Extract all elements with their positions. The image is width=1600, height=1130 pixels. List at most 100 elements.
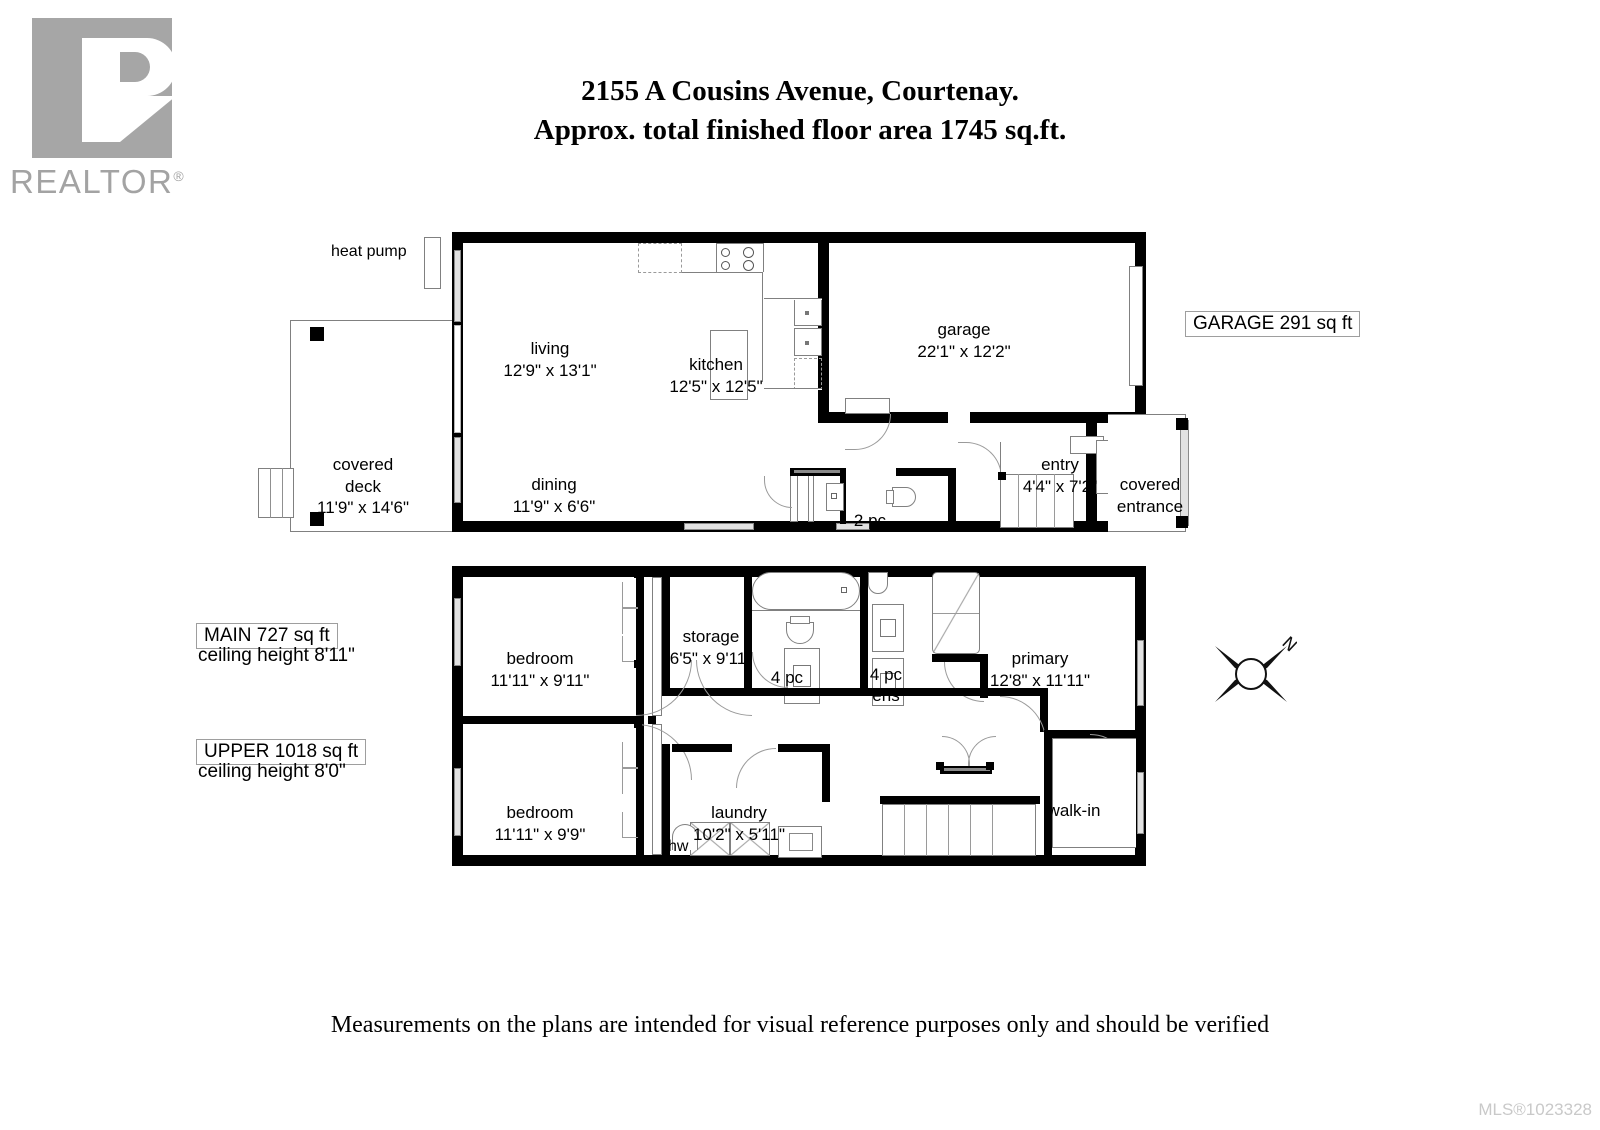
bifold-door-icon [622,636,638,662]
bathtub-icon [752,572,860,610]
bifold-door-icon [622,812,638,838]
door-jamb-post [936,762,944,770]
entrance-post-icon [1176,418,1188,430]
stair-tread [970,804,971,856]
bedroom1-closet-wall [636,566,644,716]
realtor-r-icon [32,18,176,158]
realtor-word-text: REALTOR [10,163,174,200]
hot-water-tank-icon [672,824,698,850]
stair-tread [948,804,949,856]
area-badge-garage: GARAGE 291 sq ft [1185,311,1361,337]
bedroom2-door-swing [636,724,692,780]
room-label-bath-main: 4 pc [770,667,804,687]
living-glass-door [454,325,461,433]
counter-run-line [682,272,764,274]
garage-wall-bottom-right [970,412,1090,423]
deck-post-icon [310,512,324,526]
deck-steps-icon [258,468,294,518]
title-line-1: 2155 A Cousins Avenue, Courtenay. [581,75,1019,107]
closet-shelf [794,470,840,473]
page-title: 2155 A Cousins Avenue, Courtenay. Approx… [400,72,1200,150]
closet-jamb-post [634,570,642,578]
upper-wall-top [452,566,1146,577]
laundry-appliance-icon [690,822,730,856]
mls-number: MLS®1023328 [1478,1100,1592,1119]
laundry-appliance-icon [730,822,770,856]
upper-stairs-icon [882,804,1036,856]
door-jamb-post [634,720,642,728]
heat-pump-label: heat pump [331,243,407,260]
bedroom1-closet-space [652,577,662,716]
cooktop-icon [716,243,764,273]
walkin-window [1137,772,1144,834]
door-jamb-post [986,762,994,770]
realtor-wordmark: REALTOR® [10,163,185,201]
deck-step-line [282,468,283,518]
ensuite-wall-right [980,654,988,698]
bedroom2-window [454,768,461,836]
laundry-wall-right [822,744,830,802]
area-badge-upper-ceiling: ceiling height 8'0" [198,761,346,782]
hot-water-label: hw [668,838,689,855]
main-wall-top [452,232,1146,243]
toilet-tank-icon [790,616,810,624]
primary-wall-left [1040,688,1048,732]
stair-tread [904,804,905,856]
toilet-tank-icon [886,490,894,504]
closet-door-swing [764,476,792,508]
hall-wall-top-right [984,688,1048,696]
toilet-icon [786,622,814,644]
counter-edge [764,388,822,390]
counter-edge [764,298,822,300]
door-jamb-post [634,660,642,668]
area-badge-upper: UPPER 1018 sq ft [196,739,367,765]
compass-rose-icon: N [1205,628,1301,720]
primary-window [1137,640,1144,706]
stair-tread [926,804,927,856]
hall-wall-left-lower [662,744,670,866]
toilet-icon [892,487,916,507]
stairs-wall-top [880,796,1040,804]
storage-wall-left [662,566,670,696]
counter-run-line [762,272,764,382]
powder-wall-right [948,468,956,524]
storage-wall-right [744,566,752,696]
bedroom1-window [454,598,461,666]
bath-divider-wall [860,566,868,696]
registered-mark: ® [173,168,186,184]
bifold-door-icon [622,768,638,794]
walkin-wall-left [1044,730,1052,866]
area-badge-main: MAIN 727 sq ft [196,623,338,649]
vanity-icon [826,483,844,511]
bedroom2-closet-space [652,724,662,855]
sink-icon [794,328,822,356]
powder-window [836,523,870,530]
deck-post-icon [310,327,324,341]
laundry-sink-icon [778,826,822,858]
main-wall-bottom [452,521,1146,532]
linen-shelf [944,768,990,771]
dining-window [684,523,754,530]
room-label-powder: 2 pc [853,510,887,530]
bifold-door-icon [622,742,638,768]
area-badge-main-ceiling: ceiling height 8'11" [198,645,355,666]
upper-wall-bottom [452,855,1146,866]
bifold-door-icon [622,582,638,608]
laundry-wall-top-right [778,744,830,752]
shower-wall-bottom [932,654,988,662]
bedroom-divider-wall [452,716,644,724]
laundry-wall-top [672,744,732,752]
ensuite-vanity-icon [872,658,904,706]
title-line-2: Approx. total finished floor area 1745 s… [533,114,1067,147]
toilet-icon [868,572,888,594]
stair-tread [992,804,993,856]
